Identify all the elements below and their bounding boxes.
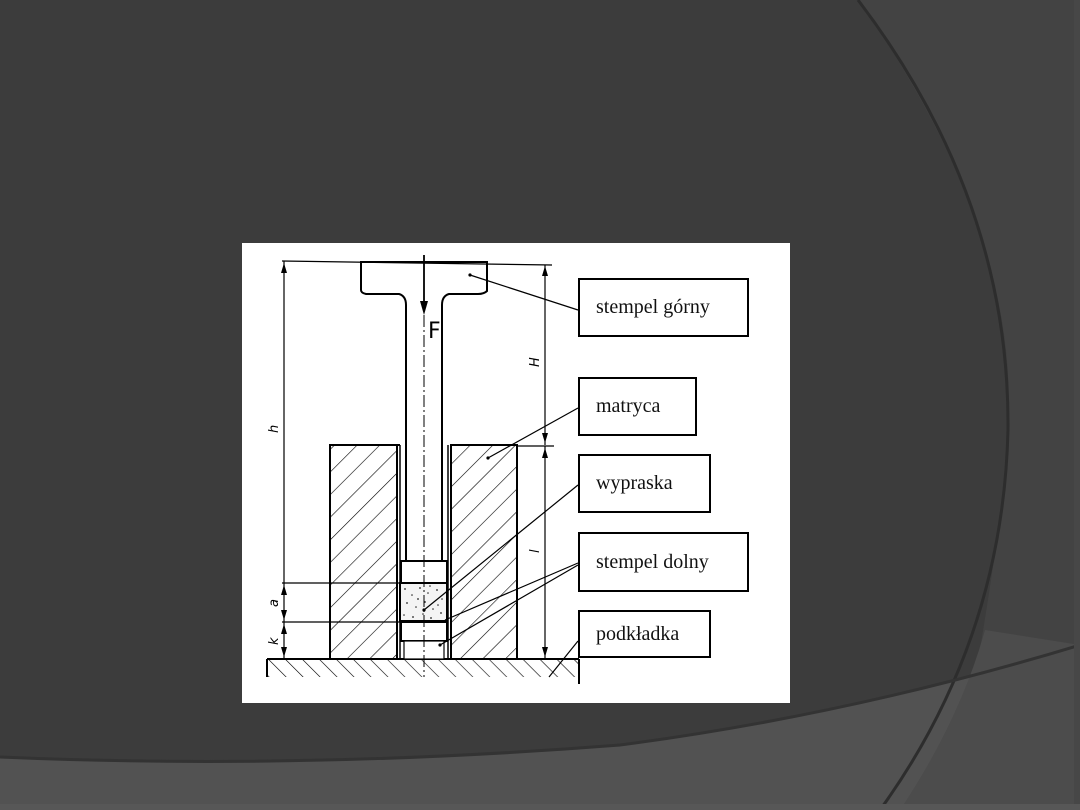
dimension-k: k — [267, 637, 282, 645]
dimension-h: h — [267, 425, 282, 433]
dimension-a: a — [267, 599, 282, 607]
diagram-drawing: F h H l a k — [266, 255, 580, 684]
label-matryca: matryca — [578, 377, 697, 436]
dimension-lines — [281, 260, 554, 659]
label-text: wypraska — [596, 472, 673, 494]
dimension-l: l — [528, 549, 543, 553]
dimension-H: H — [528, 357, 543, 367]
label-wypraska: wypraska — [578, 454, 711, 513]
label-podkladka: podkładka — [578, 610, 711, 658]
label-text: matryca — [596, 395, 661, 417]
base-plate — [266, 658, 580, 684]
label-stempel-gorny: stempel górny — [578, 278, 749, 337]
label-text: stempel dolny — [596, 550, 709, 573]
force-label: F — [428, 319, 441, 344]
dimension-arrowheads — [281, 263, 548, 657]
force-arrow-icon — [420, 255, 428, 315]
label-stempel-dolny: stempel dolny — [578, 532, 749, 592]
press-die-diagram: F h H l a k — [242, 243, 790, 703]
label-text: podkładka — [596, 622, 680, 645]
leader-lines — [423, 274, 579, 678]
label-text: stempel górny — [596, 296, 710, 318]
